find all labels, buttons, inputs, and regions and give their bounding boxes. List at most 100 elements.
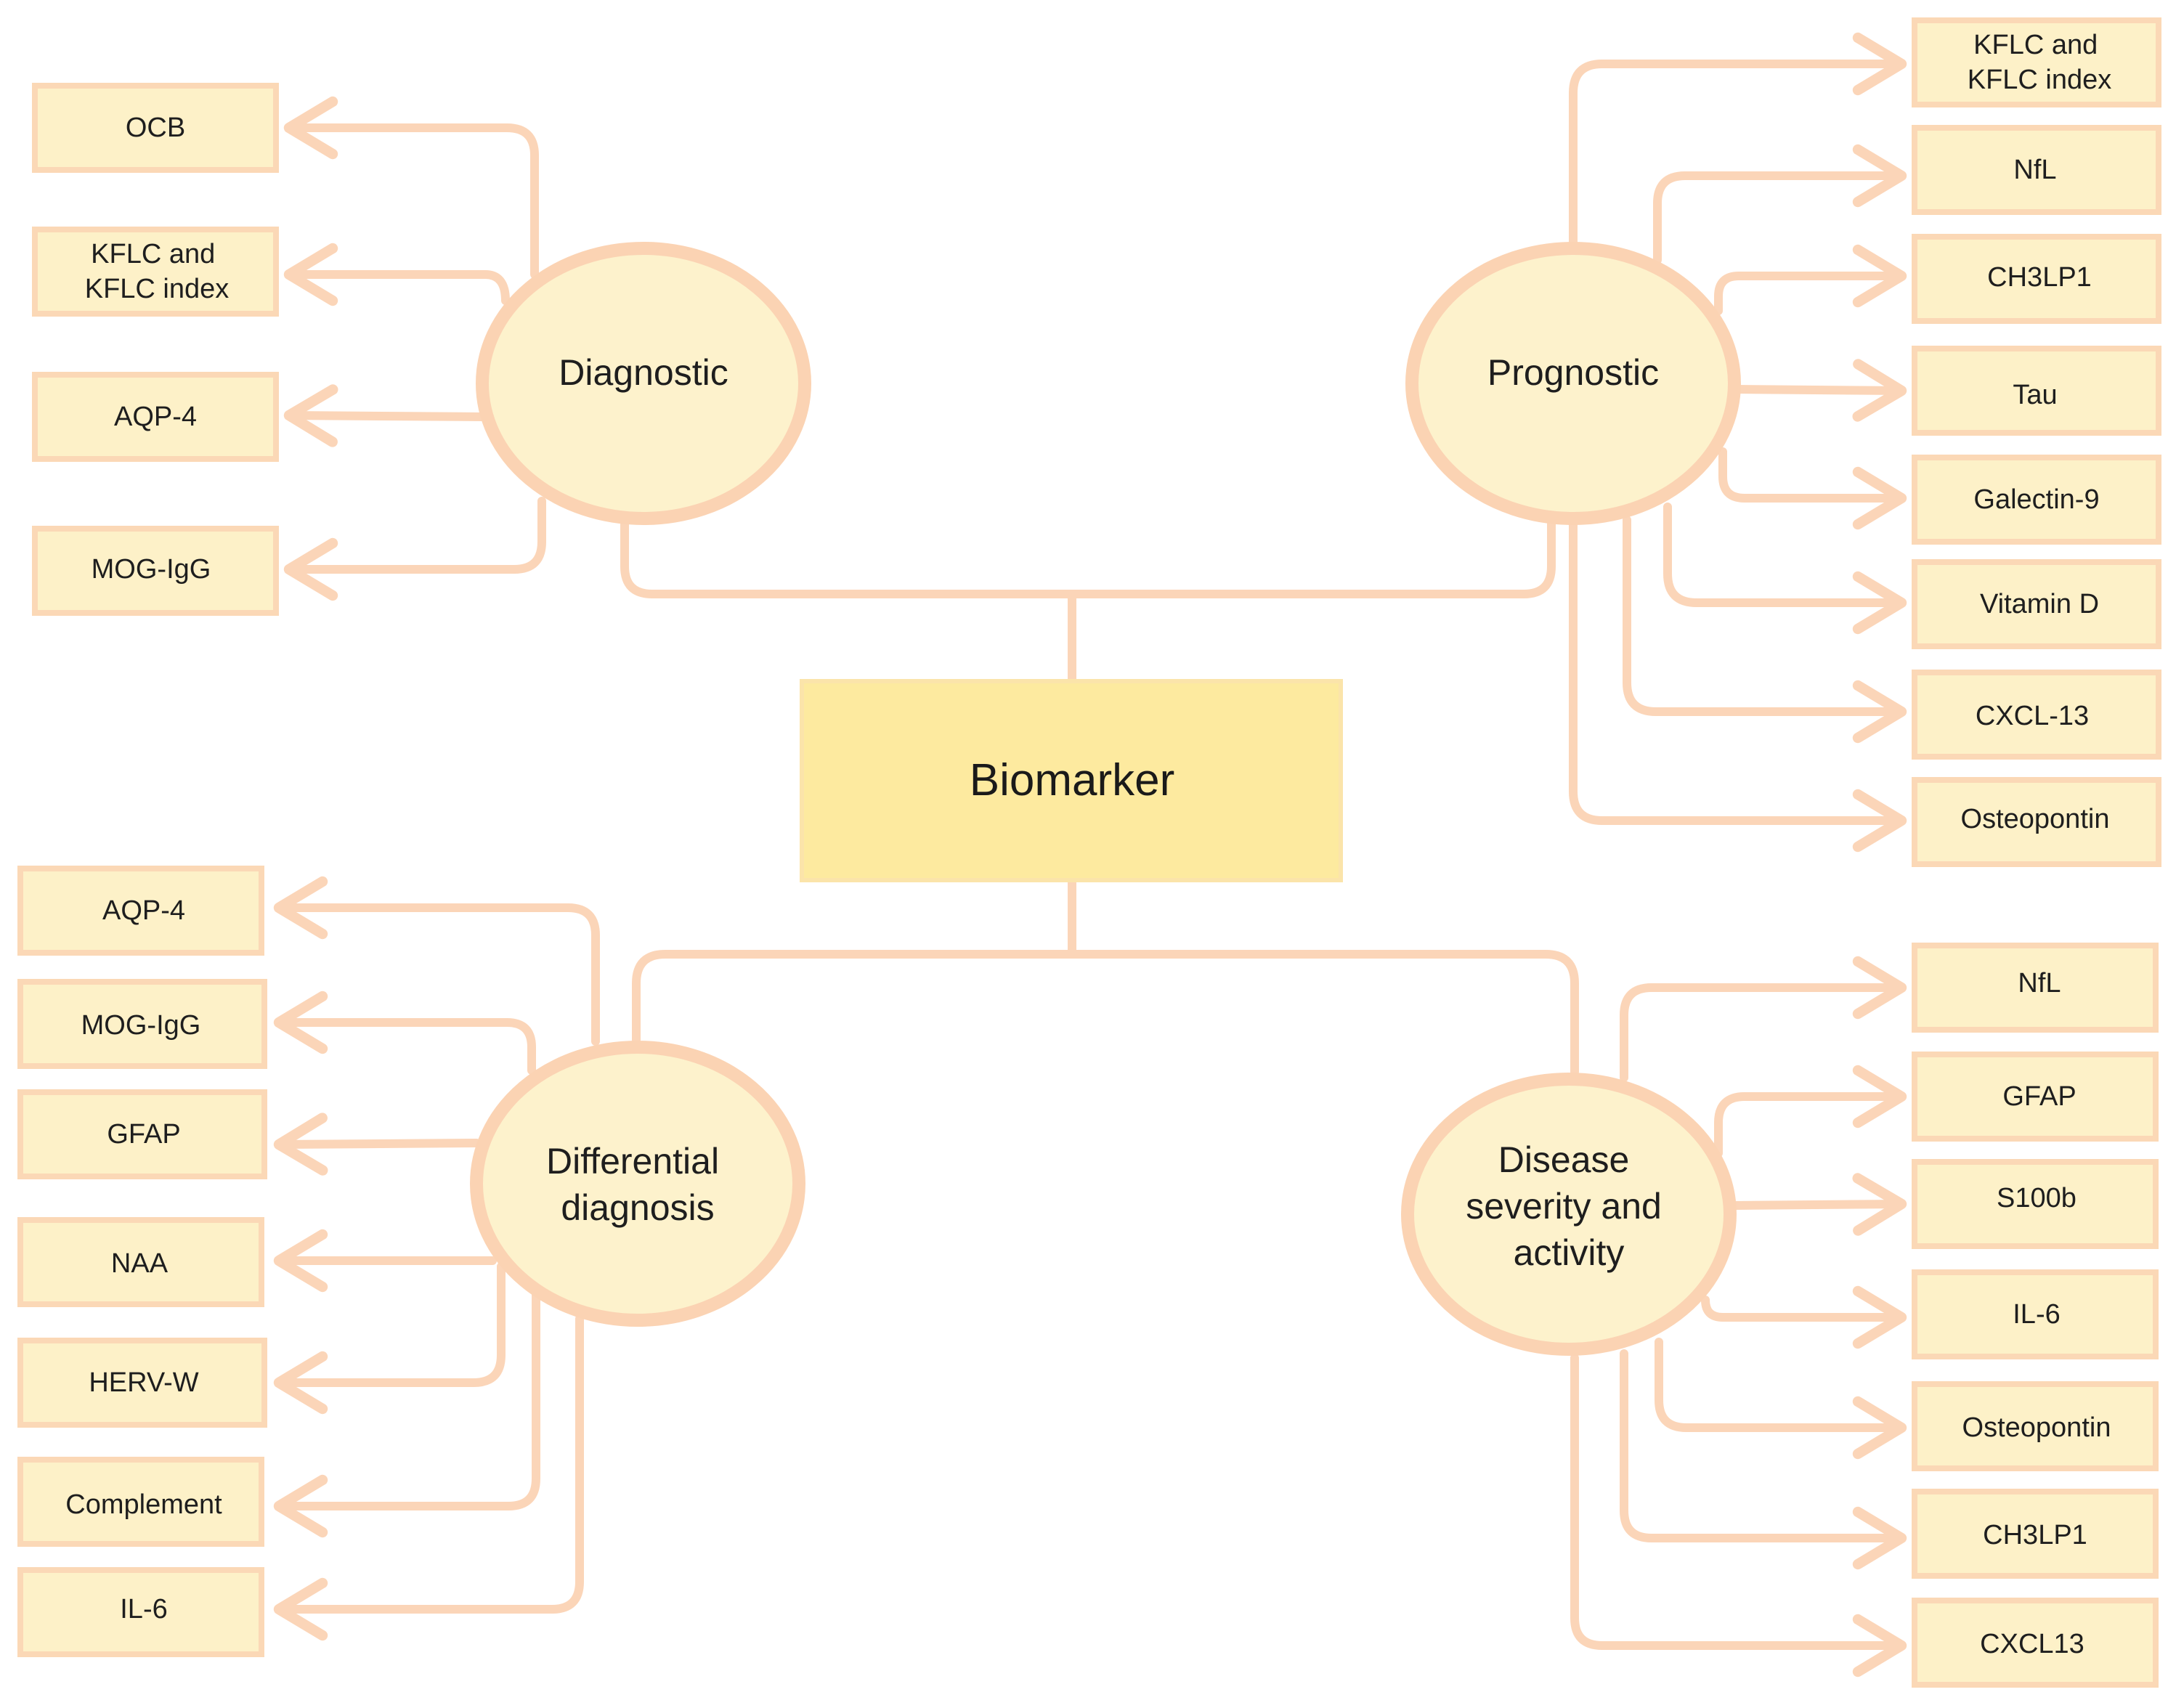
sev-to-gfap xyxy=(1714,1065,1907,1158)
leaf-label: S100b xyxy=(1997,1183,2076,1213)
prognostic-label: Prognostic xyxy=(1487,352,1659,393)
leaf-box xyxy=(17,1457,264,1547)
diff-to-hervw xyxy=(273,1262,506,1415)
leaf-box xyxy=(32,372,279,462)
prognostic-to-tau xyxy=(1732,359,1907,422)
severity-label: Disease severity and activity xyxy=(1466,1139,1672,1273)
leaf-label: Osteopontin xyxy=(1961,804,2110,834)
leaf-label: MOG-IgG xyxy=(81,1010,201,1041)
leaf-box xyxy=(1912,1269,2159,1359)
leaf-box xyxy=(1912,125,2161,215)
leaf-item: S100b xyxy=(1912,1159,2159,1249)
leaf-label: Osteopontin xyxy=(1962,1412,2111,1443)
leaf-box xyxy=(1912,943,2159,1033)
leaf-item: NfL xyxy=(1912,943,2159,1033)
diff-to-mog xyxy=(273,991,536,1075)
sev-to-osteopontin xyxy=(1655,1338,1907,1460)
root-connectors xyxy=(620,520,1579,1076)
leaf-item: IL-6 xyxy=(17,1567,264,1657)
leaf-label: CH3LP1 xyxy=(1987,262,2092,293)
leaf-item: CXCL-13 xyxy=(1912,670,2161,760)
leaf-label: GFAP xyxy=(2002,1081,2076,1112)
leaf-item: AQP-4 xyxy=(32,372,279,462)
leaf-box xyxy=(32,227,279,317)
leaf-label: Galectin-9 xyxy=(1973,484,2099,515)
leaf-label: Vitamin D xyxy=(1980,589,2099,619)
leaf-box xyxy=(32,83,279,173)
leaf-item: AQP-4 xyxy=(17,866,264,956)
leaf-label: KFLC and KFLC index xyxy=(1968,30,2112,95)
sev-to-cxcl13 xyxy=(1570,1354,1907,1678)
sev-to-il6 xyxy=(1701,1285,1907,1349)
prognostic-to-galectin xyxy=(1718,447,1907,530)
severity-items: NfL GFAP S100b IL-6 Osteopontin CH3LP1 C… xyxy=(1912,943,2159,1688)
root-to-bottom-branch xyxy=(632,950,1579,1076)
leaf-label: KFLC and KFLC index xyxy=(85,239,230,304)
prognostic-items: KFLC and KFLC index NfL CH3LP1 Tau Galec… xyxy=(1912,17,2161,867)
leaf-item: KFLC and KFLC index xyxy=(32,227,279,317)
root-box xyxy=(800,679,1343,882)
leaf-box xyxy=(17,979,267,1069)
category-diagnostic: Diagnostic xyxy=(476,242,811,525)
diff-to-complement xyxy=(273,1287,540,1538)
prognostic-ellipse xyxy=(1405,242,1741,525)
severity-ellipse xyxy=(1401,1073,1737,1356)
leaf-box xyxy=(1912,346,2161,436)
diff-to-il6 xyxy=(273,1314,584,1641)
leaf-label: HERV-W xyxy=(89,1367,198,1398)
leaf-box xyxy=(17,1567,264,1657)
leaf-box xyxy=(1912,670,2161,760)
differential-connectors xyxy=(273,876,600,1641)
differential-items: AQP-4 MOG-IgG GFAP NAA HERV-W Complement… xyxy=(17,866,267,1657)
diagnostic-label: Diagnostic xyxy=(559,352,728,393)
leaf-item: Osteopontin xyxy=(1912,1381,2159,1471)
leaf-label: MOG-IgG xyxy=(92,554,211,585)
leaf-box xyxy=(1912,1381,2159,1471)
leaf-item: HERV-W xyxy=(17,1338,267,1428)
leaf-box xyxy=(17,1089,267,1179)
diff-to-aqp4 xyxy=(273,876,600,1046)
category-disease-severity: Disease severity and activity xyxy=(1401,1073,1737,1356)
leaf-label: OCB xyxy=(126,113,185,143)
differential-label: Differential diagnosis xyxy=(546,1141,729,1228)
diagnostic-to-kflc xyxy=(283,243,510,306)
leaf-item: GFAP xyxy=(17,1089,267,1179)
leaf-label: Tau xyxy=(2013,380,2057,410)
diagnostic-items: OCB KFLC and KFLC index AQP-4 MOG-IgG xyxy=(32,83,279,616)
sev-to-ch3lp1 xyxy=(1620,1349,1907,1570)
leaf-item: MOG-IgG xyxy=(17,979,267,1069)
leaf-item: NfL xyxy=(1912,125,2161,215)
prognostic-to-osteopontin xyxy=(1569,520,1907,853)
diff-to-gfap xyxy=(273,1113,481,1176)
prognostic-to-nfl xyxy=(1653,144,1907,264)
leaf-item: NAA xyxy=(17,1217,264,1307)
leaf-box xyxy=(17,1338,267,1428)
leaf-label: GFAP xyxy=(107,1119,180,1150)
leaf-label: CXCL13 xyxy=(1980,1629,2084,1659)
leaf-label: NfL xyxy=(2013,155,2056,185)
leaf-box xyxy=(1912,1159,2159,1249)
leaf-box xyxy=(1912,1052,2159,1142)
diagnostic-connectors xyxy=(283,96,546,601)
category-differential-diagnosis: Differential diagnosis xyxy=(470,1041,805,1327)
leaf-label: NfL xyxy=(2018,968,2061,999)
category-prognostic: Prognostic xyxy=(1405,242,1741,525)
prognostic-to-cxcl13 xyxy=(1623,516,1907,744)
leaf-item: CH3LP1 xyxy=(1912,234,2161,324)
leaf-box xyxy=(1912,1489,2159,1579)
severity-connectors xyxy=(1570,956,1907,1678)
root-label: Biomarker xyxy=(970,755,1175,805)
leaf-label: AQP-4 xyxy=(102,895,185,926)
diagnostic-to-mog xyxy=(283,497,546,601)
leaf-box xyxy=(32,526,279,616)
leaf-box xyxy=(1912,1598,2159,1688)
sev-to-nfl xyxy=(1620,956,1907,1082)
leaf-label: IL-6 xyxy=(2013,1299,2060,1330)
prognostic-connectors xyxy=(1569,32,1907,853)
leaf-box xyxy=(1912,455,2161,545)
leaf-label: NAA xyxy=(111,1248,169,1279)
leaf-item: OCB xyxy=(32,83,279,173)
leaf-item: Complement xyxy=(17,1457,264,1547)
diagnostic-to-ocb xyxy=(283,96,539,279)
diagnostic-to-aqp4 xyxy=(283,384,487,447)
